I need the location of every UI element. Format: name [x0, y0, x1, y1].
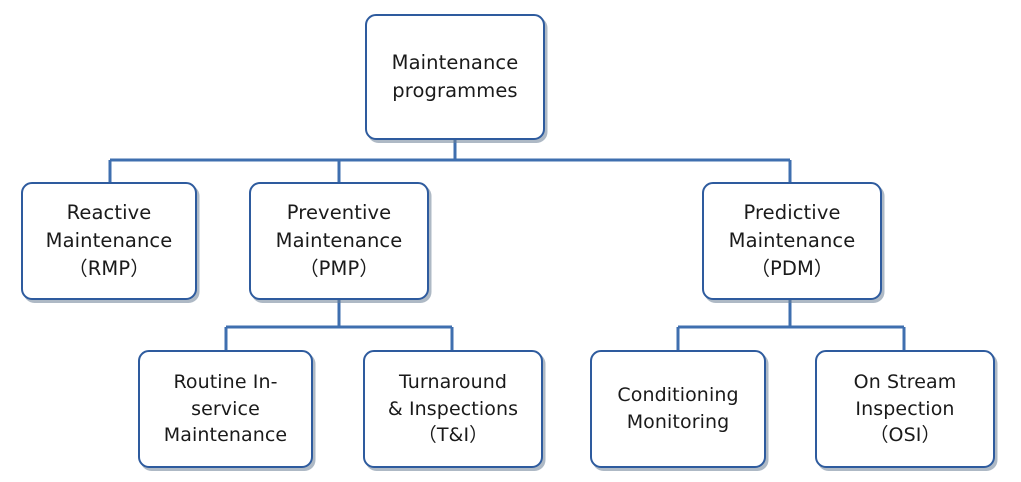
node-routine-in-service-maintenance[interactable]: Routine In- service Maintenance — [138, 350, 313, 468]
node-label-maintenance-programmes: Maintenance programmes — [391, 51, 519, 102]
node-label-on-stream-inspection: On Stream Inspection （OSI） — [853, 370, 957, 447]
node-label-turnaround-and-inspections: Turnaround & Inspections （T&I） — [387, 370, 519, 447]
node-maintenance-programmes[interactable]: Maintenance programmes — [365, 14, 545, 140]
node-predictive-maintenance[interactable]: Predictive Maintenance （PDM） — [702, 182, 882, 300]
node-label-predictive-maintenance: Predictive Maintenance （PDM） — [728, 201, 856, 280]
node-reactive-maintenance[interactable]: Reactive Maintenance （RMP） — [21, 182, 197, 300]
node-preventive-maintenance[interactable]: Preventive Maintenance （PMP） — [249, 182, 429, 300]
node-label-conditioning-monitoring: Conditioning Monitoring — [617, 384, 739, 433]
node-conditioning-monitoring[interactable]: Conditioning Monitoring — [590, 350, 766, 468]
node-label-reactive-maintenance: Reactive Maintenance （RMP） — [45, 201, 173, 280]
node-turnaround-and-inspections[interactable]: Turnaround & Inspections （T&I） — [363, 350, 543, 468]
node-label-routine-in-service-maintenance: Routine In- service Maintenance — [163, 370, 288, 447]
node-label-preventive-maintenance: Preventive Maintenance （PMP） — [275, 201, 403, 280]
node-on-stream-inspection[interactable]: On Stream Inspection （OSI） — [815, 350, 995, 468]
